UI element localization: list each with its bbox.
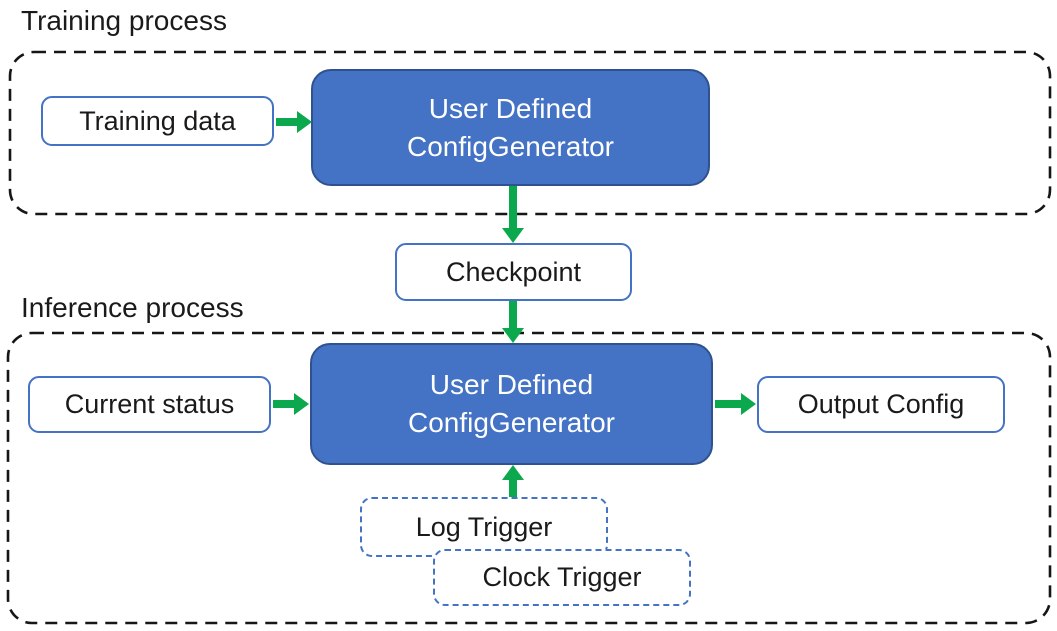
clock-trigger-label: Clock Trigger	[482, 562, 642, 592]
log-trigger-label: Log Trigger	[415, 511, 553, 542]
output-config-label: Output Config	[797, 389, 965, 419]
output-config-node: Output Config	[757, 376, 1005, 433]
arrow-log-trigger-to-generator	[502, 465, 524, 497]
arrow-generator-to-output-config	[715, 393, 756, 415]
checkpoint-label: Checkpoint	[445, 256, 582, 287]
training-config-generator-label-line2: ConfigGenerator	[406, 130, 614, 162]
training-process-boundary	[8, 50, 1052, 216]
inference-config-generator-label-line1: User Defined	[429, 369, 594, 400]
training-process-title: Training process	[21, 5, 227, 36]
arrow-current-status-to-generator	[273, 393, 309, 415]
checkpoint-node: Checkpoint	[395, 243, 632, 301]
inference-process-boundary	[6, 331, 1052, 625]
log-trigger-node: Log Trigger	[360, 497, 608, 557]
training-config-generator-label-line1: User Defined	[428, 92, 593, 124]
arrow-generator-to-checkpoint	[502, 186, 524, 243]
clock-trigger-node: Clock Trigger	[433, 549, 691, 606]
training-data-node: Training data	[41, 96, 274, 146]
arrow-checkpoint-to-inference-generator	[502, 301, 524, 343]
current-status-label: Current status	[64, 389, 235, 419]
arrow-training-data-to-generator	[276, 111, 312, 133]
inference-process-title: Inference process	[21, 292, 244, 323]
inference-config-generator-label-line2: ConfigGenerator	[407, 407, 615, 438]
training-config-generator-node: User Defined ConfigGenerator	[311, 69, 710, 186]
training-data-label: Training data	[79, 105, 236, 136]
inference-config-generator-node: User Defined ConfigGenerator	[310, 343, 713, 465]
current-status-node: Current status	[28, 376, 271, 433]
